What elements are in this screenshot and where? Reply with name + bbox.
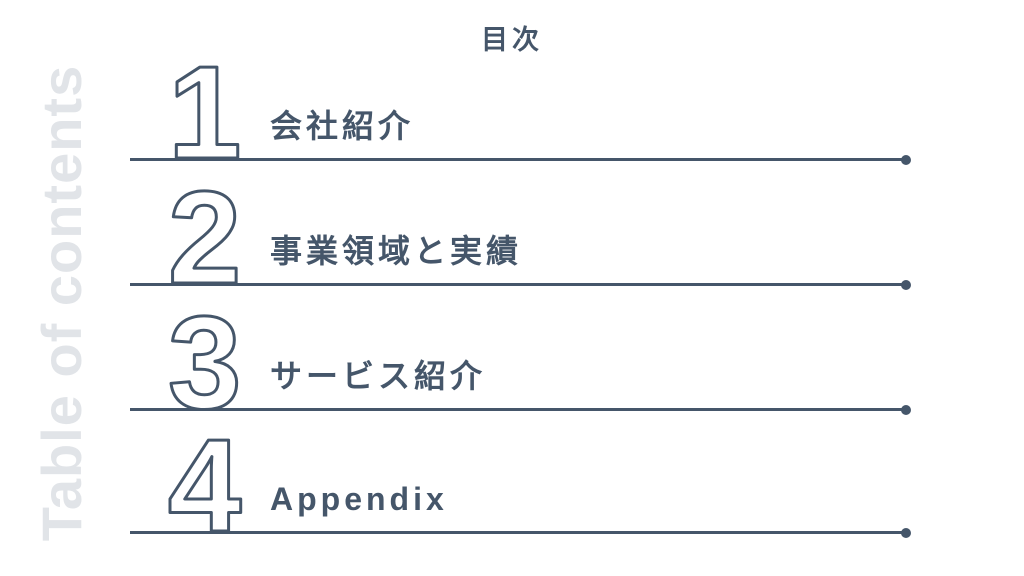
- item-number: 1: [168, 39, 241, 186]
- item-number: 2: [168, 164, 241, 311]
- item-underline: [130, 531, 906, 534]
- item-number-outline: 1: [167, 38, 243, 188]
- toc-item-4: 4 Appendix: [130, 411, 911, 561]
- toc-item-3: 3 サービス紹介: [130, 288, 911, 438]
- item-label: 会社紹介: [270, 108, 415, 144]
- item-underline: [130, 408, 906, 411]
- line-end-dot: [901, 405, 911, 415]
- item-number: 3: [168, 289, 241, 436]
- item-number-outline: 4: [167, 411, 243, 561]
- line-end-dot: [901, 155, 911, 165]
- toc-item-2: 2 事業領域と実績: [130, 163, 911, 313]
- item-number: 4: [168, 412, 241, 559]
- item-number-outline: 2: [167, 163, 243, 313]
- item-underline: [130, 283, 906, 286]
- page-title: 目次: [481, 25, 543, 55]
- item-label: 事業領域と実績: [270, 233, 523, 269]
- toc-item-1: 1 会社紹介: [130, 38, 911, 188]
- line-end-dot: [901, 528, 911, 538]
- item-label: サービス紹介: [270, 358, 487, 394]
- line-end-dot: [901, 280, 911, 290]
- vertical-watermark-text: Table of contents: [30, 64, 93, 542]
- item-label: Appendix: [270, 481, 448, 517]
- item-number-outline: 3: [167, 288, 243, 438]
- item-underline: [130, 158, 906, 161]
